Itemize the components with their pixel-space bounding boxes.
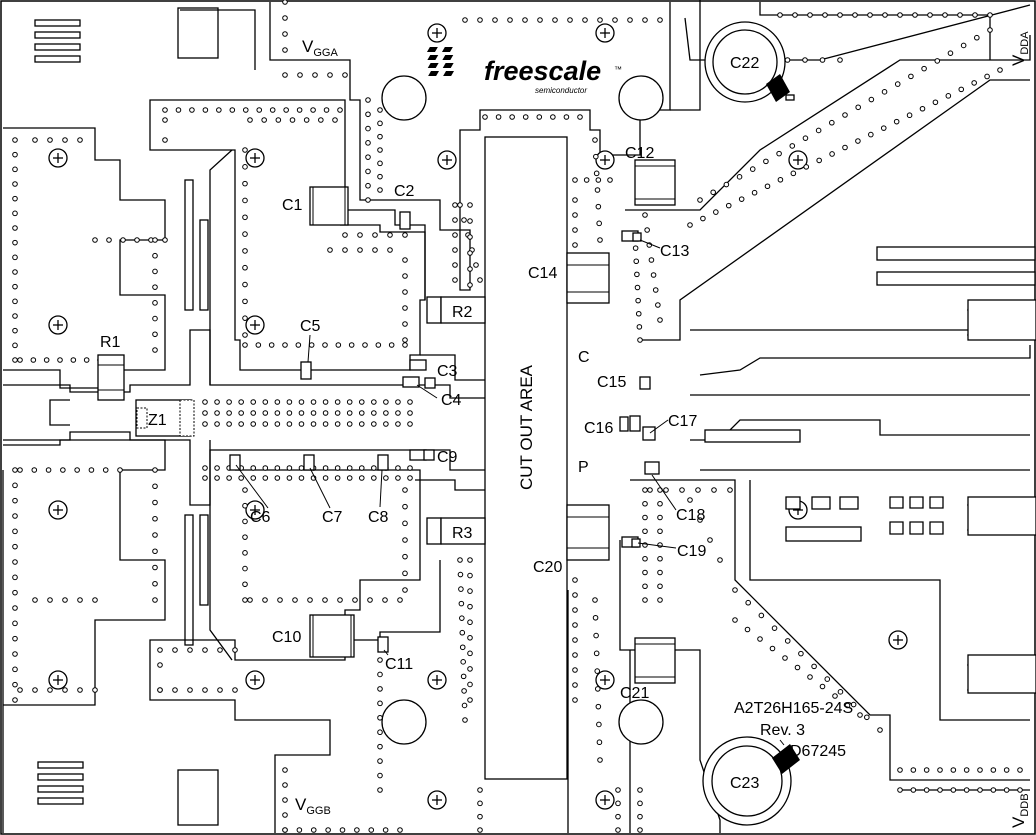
mounting-cross-icon bbox=[48, 315, 68, 335]
plated-holes bbox=[381, 75, 664, 745]
marker-c: C bbox=[578, 349, 590, 366]
smd-part bbox=[644, 461, 660, 475]
smd-part bbox=[229, 454, 241, 471]
label-c8: C8 bbox=[368, 509, 389, 526]
part-number: A2T26H165-24S bbox=[734, 700, 853, 717]
label-c4: C4 bbox=[441, 392, 462, 409]
smd-part bbox=[639, 376, 651, 390]
mounting-cross-icon bbox=[48, 500, 68, 520]
marker-p: P bbox=[578, 459, 589, 476]
smd-part bbox=[424, 377, 436, 389]
label-c7: C7 bbox=[322, 509, 343, 526]
mounting-cross-icon bbox=[427, 23, 447, 43]
mounting-cross-icon bbox=[595, 670, 615, 690]
mounting-cross-icon bbox=[427, 790, 447, 810]
logo-wordmark: freescale bbox=[484, 56, 601, 86]
mounting-cross-icon bbox=[245, 315, 265, 335]
mounting-cross-icon bbox=[595, 23, 615, 43]
z1-label: Z1 bbox=[148, 412, 167, 429]
label-c15: C15 bbox=[597, 374, 626, 391]
label-c3: C3 bbox=[437, 363, 458, 380]
mounting-cross-icon bbox=[48, 670, 68, 690]
mounting-cross-icon bbox=[245, 670, 265, 690]
label-c18: C18 bbox=[676, 507, 705, 524]
r2-body bbox=[440, 296, 486, 324]
label-c10: C10 bbox=[272, 629, 301, 646]
mounting-cross-icon bbox=[245, 500, 265, 520]
mounting-cross-icon bbox=[245, 148, 265, 168]
c22-capacitor bbox=[704, 21, 795, 103]
label-c13: C13 bbox=[660, 243, 689, 260]
smd-part bbox=[303, 454, 315, 471]
mounting-cross-icon bbox=[595, 790, 615, 810]
vggb-label: VGGB bbox=[295, 795, 331, 817]
label-c12: C12 bbox=[625, 145, 654, 162]
smd-part bbox=[629, 415, 641, 432]
label-c11: C11 bbox=[385, 656, 413, 673]
mounting-cross-icon bbox=[437, 150, 457, 170]
smd-part bbox=[377, 454, 389, 471]
freescale-logo: freescale ™ semiconductor bbox=[426, 47, 622, 95]
label-c9: C9 bbox=[437, 449, 458, 466]
z1-device: Z1 bbox=[135, 399, 195, 437]
smd-part bbox=[377, 636, 389, 653]
right-side-pads bbox=[704, 246, 1036, 694]
vgga-label: VGGA bbox=[302, 37, 338, 59]
label-r2: R2 bbox=[452, 304, 473, 321]
mounting-cross-icon bbox=[595, 150, 615, 170]
vdda-label: VDDA bbox=[1009, 31, 1031, 66]
smd-part bbox=[409, 359, 427, 371]
smd-part bbox=[300, 361, 312, 380]
label-c16: C16 bbox=[584, 420, 613, 437]
revision: Rev. 3 bbox=[760, 722, 805, 739]
smd-part bbox=[402, 376, 420, 388]
label-c1: C1 bbox=[282, 197, 303, 214]
label-r1: R1 bbox=[100, 334, 121, 351]
mounting-cross-icon bbox=[427, 670, 447, 690]
designator-labels: C1 C2 C3 C4 C5 C6 C7 C8 C9 C10 C11 C12 C… bbox=[100, 55, 759, 792]
label-c2: C2 bbox=[394, 183, 415, 200]
resistors bbox=[97, 296, 486, 545]
label-c6: C6 bbox=[250, 509, 271, 526]
smd-part bbox=[423, 449, 435, 461]
label-c19: C19 bbox=[677, 543, 706, 560]
smd-part bbox=[632, 232, 642, 242]
board-marking: A2T26H165-24S Rev. 3 D67245 bbox=[734, 700, 853, 760]
label-c20: C20 bbox=[533, 559, 562, 576]
mounting-cross-icon bbox=[48, 148, 68, 168]
label-c14: C14 bbox=[528, 265, 557, 282]
c23-capacitor bbox=[702, 736, 800, 826]
label-c17: C17 bbox=[668, 413, 697, 430]
edge-pad-stacks bbox=[34, 7, 219, 826]
leader-lines bbox=[235, 239, 785, 746]
label-c22: C22 bbox=[730, 55, 759, 72]
mounting-cross-icon bbox=[788, 150, 808, 170]
label-c21: C21 bbox=[620, 685, 649, 702]
small-smd-parts bbox=[229, 211, 660, 653]
logo-tagline: semiconductor bbox=[535, 86, 587, 95]
logo-mark-icon bbox=[426, 47, 455, 76]
large-capacitors bbox=[309, 159, 676, 684]
label-c5: C5 bbox=[300, 318, 321, 335]
label-r3: R3 bbox=[452, 525, 473, 542]
rail-labels: VGGA VGGB VDDA VDDB bbox=[295, 31, 1031, 828]
mounting-cross-icon bbox=[888, 630, 908, 650]
smd-part bbox=[619, 416, 629, 432]
via-rows bbox=[12, 0, 1033, 833]
vddb-label: VDDB bbox=[1009, 793, 1031, 828]
gate-feed-structure bbox=[3, 149, 485, 661]
board-code: D67245 bbox=[790, 743, 846, 760]
r3-body bbox=[440, 517, 486, 545]
smd-part bbox=[642, 426, 656, 441]
label-c23: C23 bbox=[730, 775, 759, 792]
cut-out-area bbox=[484, 136, 568, 780]
logo-trademark: ™ bbox=[614, 65, 622, 74]
cut-out-label: CUT OUT AREA bbox=[517, 364, 536, 490]
smd-part bbox=[399, 211, 411, 230]
